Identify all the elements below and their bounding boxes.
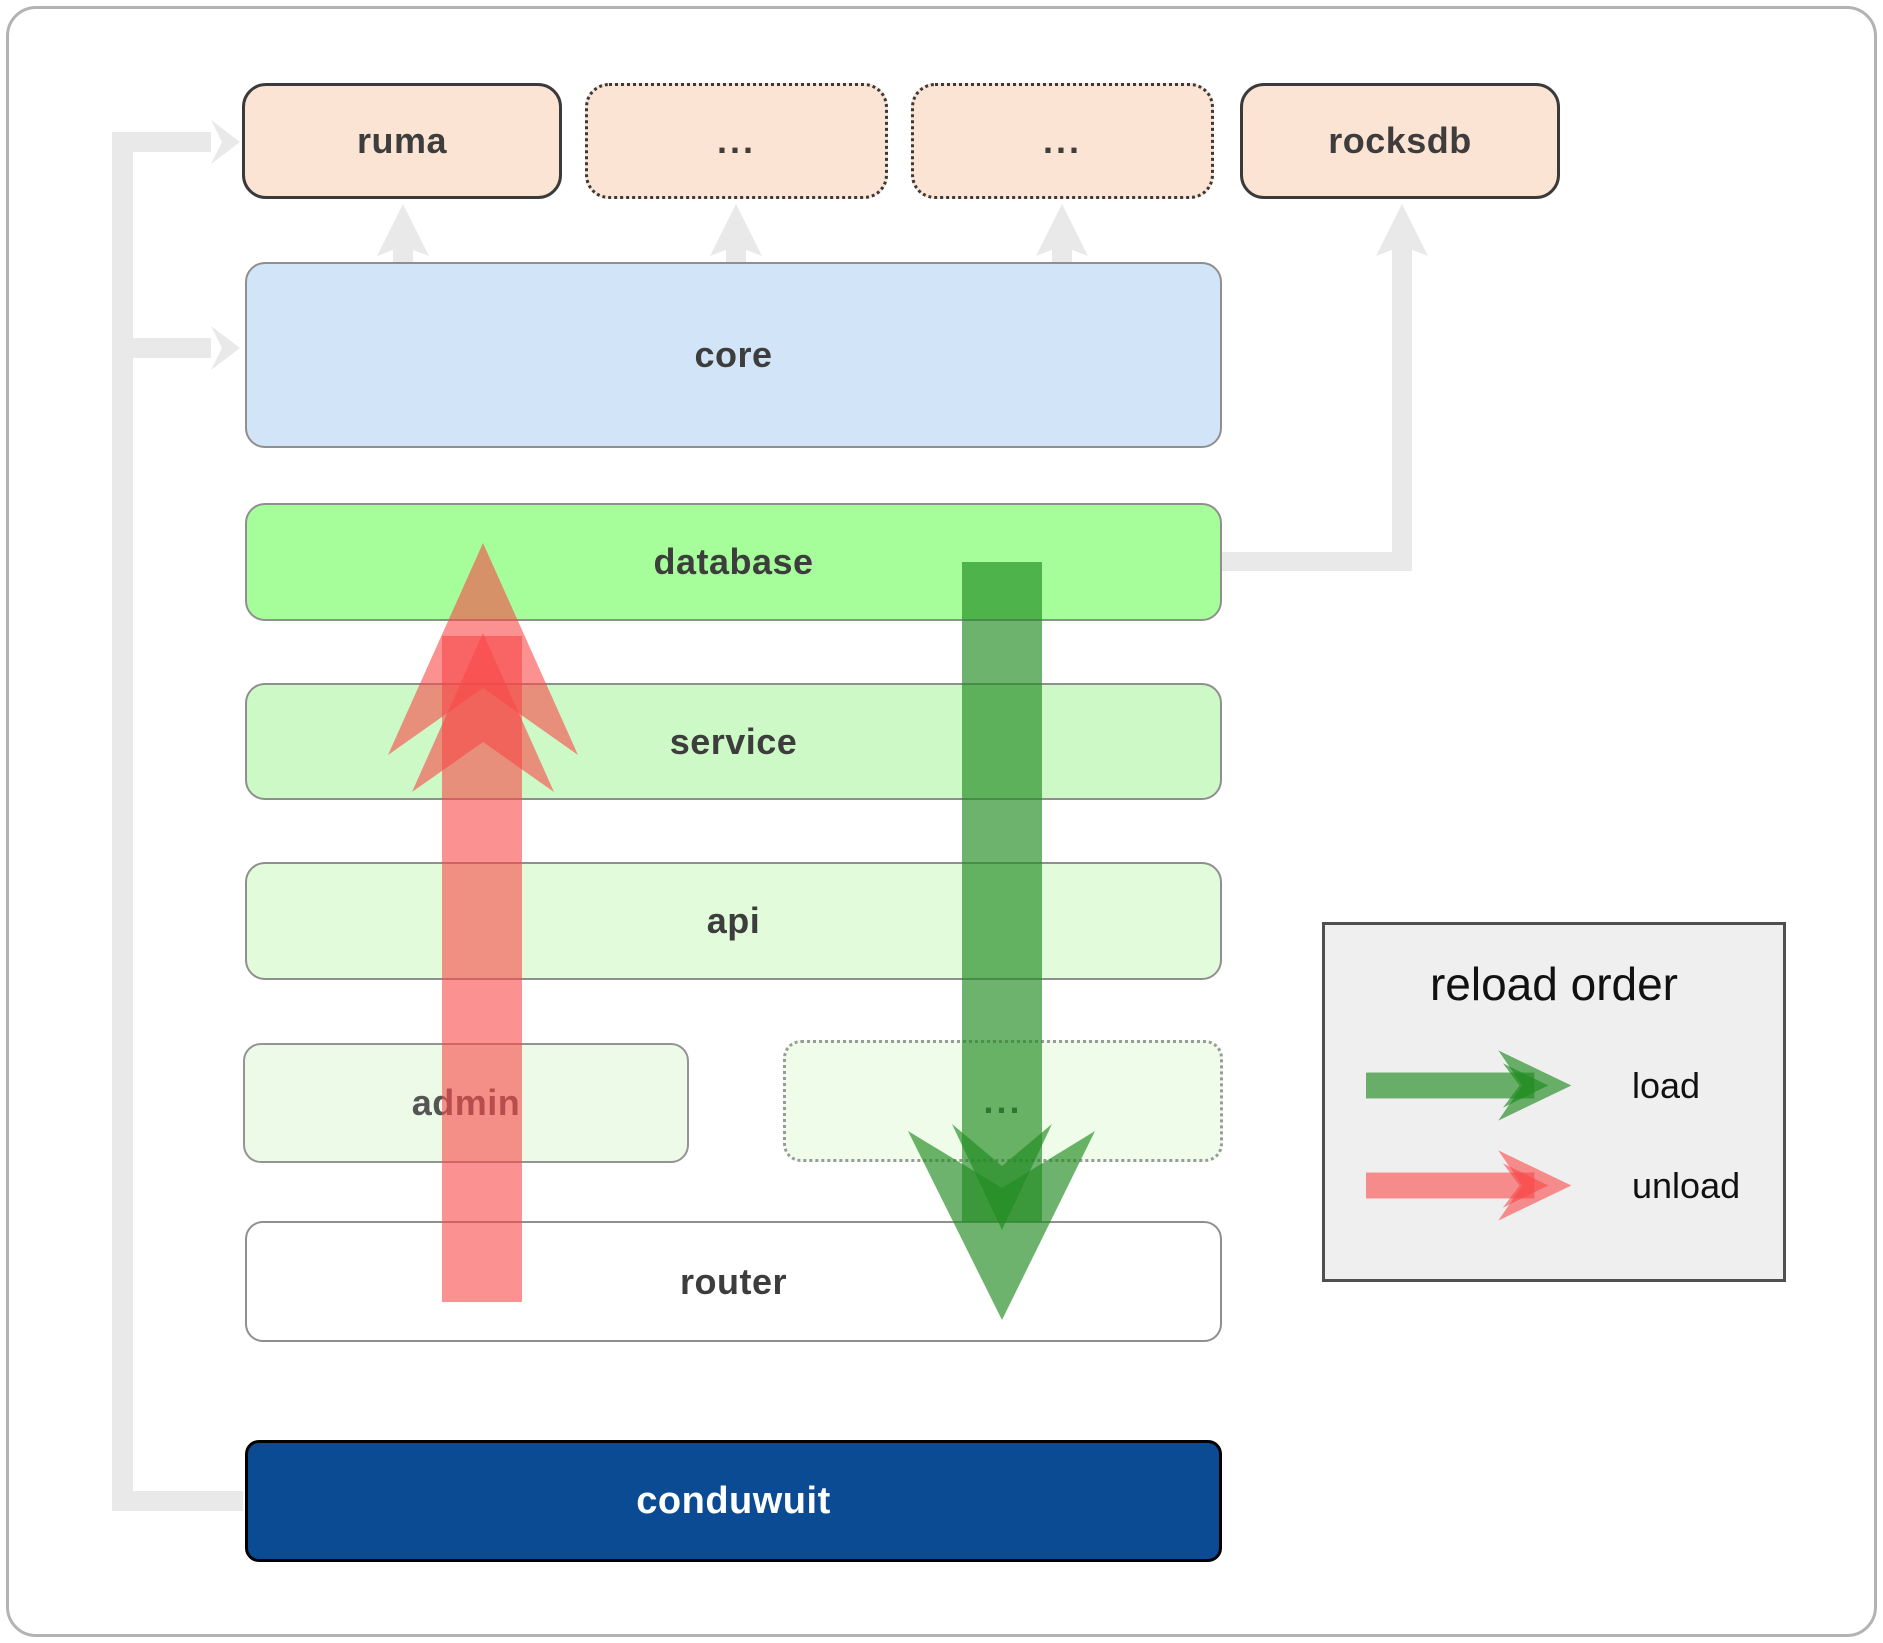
- node-rocksdb-label: rocksdb: [1328, 120, 1472, 161]
- node-ellipsis-top-2: ...: [911, 83, 1214, 199]
- node-router: router: [245, 1221, 1222, 1342]
- node-conduwuit-label: conduwuit: [636, 1479, 831, 1522]
- outer-frame: [6, 6, 1877, 1637]
- legend-unload-arrow-icon: [1366, 1150, 1572, 1221]
- legend-load-label: load: [1632, 1064, 1701, 1106]
- legend: reload order load unload: [1322, 922, 1786, 1282]
- legend-title: reload order: [1429, 958, 1679, 1010]
- unload-arrow-icon: [388, 543, 578, 1302]
- node-ruma: ruma: [242, 83, 562, 199]
- node-ellipsis-top-1: ...: [585, 83, 888, 199]
- node-database: database: [245, 503, 1222, 621]
- connector-trunk-conduwuit: [112, 120, 243, 1511]
- legend-row-load: load: [1366, 1047, 1700, 1124]
- node-api: api: [245, 862, 1222, 980]
- node-database-label: database: [653, 541, 814, 582]
- node-rocksdb: rocksdb: [1240, 83, 1560, 199]
- legend-load-arrow-icon: [1366, 1050, 1572, 1121]
- node-core: core: [245, 262, 1222, 448]
- connector-database-to-rocksdb: [1200, 204, 1428, 571]
- load-arrow-icon: [908, 562, 1095, 1320]
- node-router-label: router: [679, 1260, 787, 1302]
- node-conduwuit: conduwuit: [245, 1440, 1222, 1562]
- node-ellipsis-top-1-label: ...: [716, 120, 756, 161]
- legend-row-unload: unload: [1366, 1147, 1740, 1224]
- node-ruma-label: ruma: [356, 120, 448, 161]
- connectors-core-to-modules: [377, 204, 1088, 266]
- legend-unload-label: unload: [1632, 1164, 1741, 1206]
- node-service-label: service: [669, 720, 798, 762]
- arrow-to-ruma-icon: [211, 120, 240, 164]
- node-ellipsis-top-2-label: ...: [1042, 120, 1082, 161]
- arrow-to-core-icon: [211, 326, 240, 370]
- node-core-label: core: [694, 334, 773, 375]
- node-service: service: [245, 683, 1222, 800]
- node-api-label: api: [706, 900, 761, 941]
